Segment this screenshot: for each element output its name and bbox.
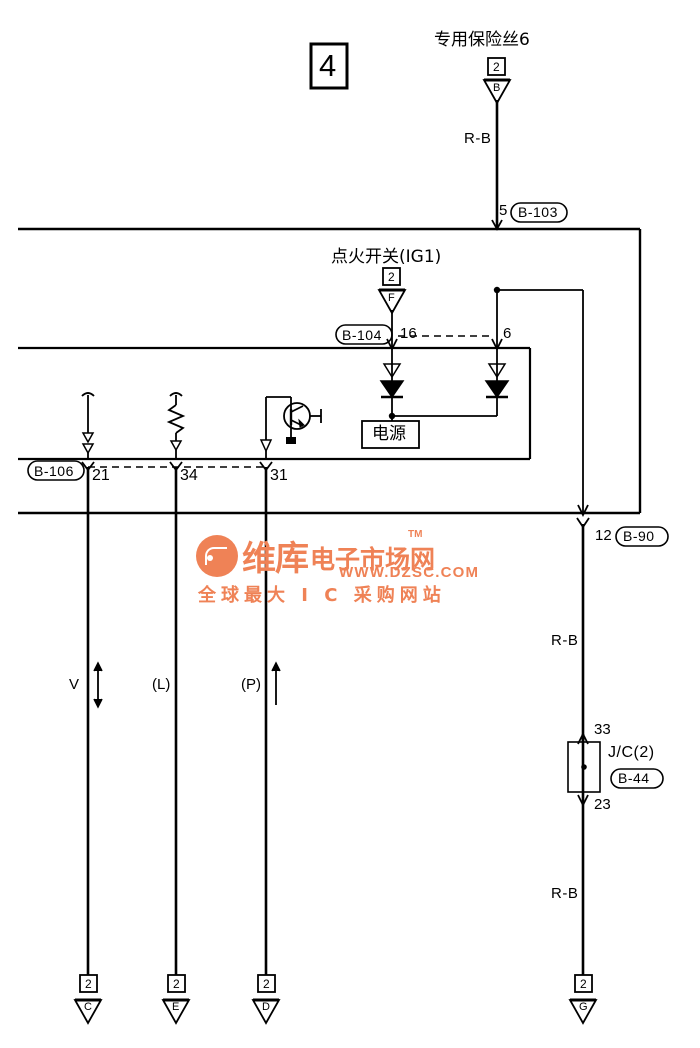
ignition-pin-box-label: 2 bbox=[388, 270, 395, 284]
b104-pin-left-label: 16 bbox=[400, 325, 417, 342]
ground-1-grid-label: C bbox=[84, 1001, 92, 1013]
junction-pin-out-label: 23 bbox=[594, 796, 611, 813]
ground-4-grid-label: G bbox=[579, 1001, 588, 1013]
ground-3-pin-box-label: 2 bbox=[263, 977, 270, 991]
power-supply-label: 电源 bbox=[372, 424, 406, 444]
wire-color-bottom-rb: R-B bbox=[551, 885, 579, 902]
junction-label: J/C(2) bbox=[608, 744, 655, 761]
connector-b103-label: B-103 bbox=[518, 204, 558, 220]
b106-pin-34-label: 34 bbox=[180, 467, 198, 484]
ground-2-pin-box-label: 2 bbox=[173, 977, 180, 991]
ground-3-grid-label: D bbox=[262, 1001, 270, 1013]
ground-4-pin-box-label: 2 bbox=[580, 977, 587, 991]
b106-pin-21-label: 21 bbox=[92, 467, 110, 484]
wire-color-p: (P) bbox=[241, 676, 261, 693]
ground-2-grid-label: E bbox=[172, 1001, 180, 1013]
b103-pin-label: 5 bbox=[499, 202, 508, 219]
wire-color-top-rb: R-B bbox=[464, 130, 492, 147]
ignition-grid-label: F bbox=[388, 292, 395, 304]
junction-pin-in-label: 33 bbox=[594, 721, 611, 738]
ignition-switch-label: 点火开关(IG1) bbox=[331, 247, 442, 267]
fuse-label: 专用保险丝6 bbox=[434, 30, 530, 50]
page-marker: 4 bbox=[319, 48, 337, 83]
fuse-pin-box-label: 2 bbox=[493, 60, 500, 74]
connector-b104-label: B-104 bbox=[342, 327, 382, 343]
fuse-grid-label: B bbox=[493, 82, 501, 94]
wire-color-mid-rb: R-B bbox=[551, 632, 579, 649]
connector-b106-label: B-106 bbox=[34, 463, 74, 479]
b104-pin-right-label: 6 bbox=[503, 325, 512, 342]
connector-b44-label: B-44 bbox=[618, 770, 650, 786]
b90-pin-label: 12 bbox=[595, 527, 612, 544]
wire-color-l: (L) bbox=[152, 676, 171, 693]
b106-pin-31-label: 31 bbox=[270, 467, 288, 484]
connector-b90-label: B-90 bbox=[623, 528, 655, 544]
ground-1-pin-box-label: 2 bbox=[85, 977, 92, 991]
wire-color-v: V bbox=[69, 676, 80, 693]
